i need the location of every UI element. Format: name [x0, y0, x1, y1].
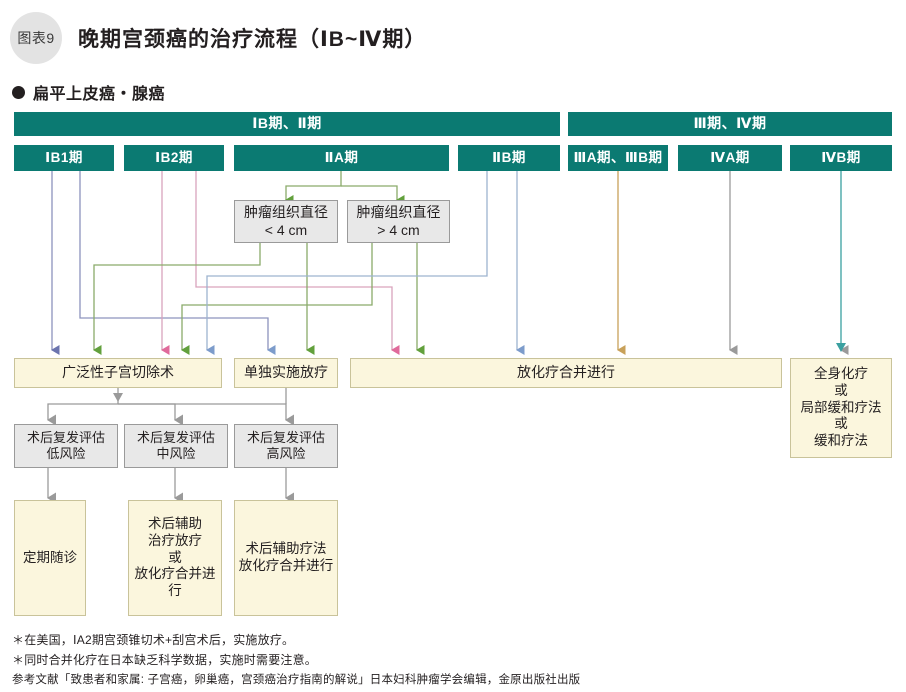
tumor-size-box-under-4cm[interactable]: 肿瘤组织直径 < 4 cm	[234, 200, 338, 243]
risk-box-medium[interactable]: 术后复发评估 中风险	[124, 424, 228, 468]
page-title: 晚期宫颈癌的治疗流程（ⅠB~Ⅳ期）	[78, 28, 427, 51]
bullet-icon	[12, 85, 25, 99]
followup-box-adjuvant-chemoradio[interactable]: 术后辅助疗法 放化疗合并进行	[234, 500, 338, 616]
risk-box-high[interactable]: 术后复发评估 高风险	[234, 424, 338, 468]
stage-box-ib2[interactable]: ⅠB2期	[124, 145, 224, 171]
stage-box-ib1[interactable]: ⅠB1期	[14, 145, 114, 171]
stage-box-iiia-iiib[interactable]: ⅢA期、ⅢB期	[568, 145, 668, 171]
treatment-box-chemoradiation[interactable]: 放化疗合并进行	[350, 358, 782, 388]
footnote-2: ＊同时合并化疗在日本缺乏科学数据，实施时需要注意。	[12, 653, 318, 668]
group-header-stage-1b-2: ⅠB期、Ⅱ期	[14, 112, 560, 136]
stage-box-iia[interactable]: ⅡA期	[234, 145, 449, 171]
followup-box-adjuvant-radio[interactable]: 术后辅助 治疗放疗 或 放化疗合并进行	[128, 500, 222, 616]
tumor-size-box-over-4cm[interactable]: 肿瘤组织直径 > 4 cm	[347, 200, 450, 243]
treatment-box-systemic-palliative[interactable]: 全身化疗 或 局部缓和疗法 或 缓和疗法	[790, 358, 892, 458]
stage-box-iib[interactable]: ⅡB期	[458, 145, 560, 171]
treatment-box-radiotherapy-alone[interactable]: 单独实施放疗	[234, 358, 338, 388]
group-header-stage-3-4: Ⅲ期、Ⅳ期	[568, 112, 892, 136]
treatment-box-radical-hysterectomy[interactable]: 广泛性子宫切除术	[14, 358, 222, 388]
footnote-1: ＊在美国，ⅠA2期宫颈锥切术+刮宫术后，实施放疗。	[12, 633, 295, 647]
subtitle-label: 扁平上皮癌・腺癌	[33, 86, 166, 103]
subtitle-row: 扁平上皮癌・腺癌	[12, 80, 165, 104]
figure-title-row: 图表9 晚期宫颈癌的治疗流程（ⅠB~Ⅳ期）	[0, 12, 906, 64]
stage-box-ivb[interactable]: ⅣB期	[790, 145, 892, 171]
stage-box-iva[interactable]: ⅣA期	[678, 145, 782, 171]
figure-number-badge: 图表9	[10, 12, 62, 64]
reference-line: 参考文献「致患者和家属: 子宫癌，卵巢癌，宫颈癌治疗指南的解说」日本妇科肿瘤学会…	[12, 673, 581, 686]
footnotes: ＊在美国，ⅠA2期宫颈锥切术+刮宫术后，实施放疗。 ＊同时合并化疗在日本缺乏科学…	[12, 630, 892, 690]
followup-box-regular-visit[interactable]: 定期随诊	[14, 500, 86, 616]
risk-box-low[interactable]: 术后复发评估 低风险	[14, 424, 118, 468]
